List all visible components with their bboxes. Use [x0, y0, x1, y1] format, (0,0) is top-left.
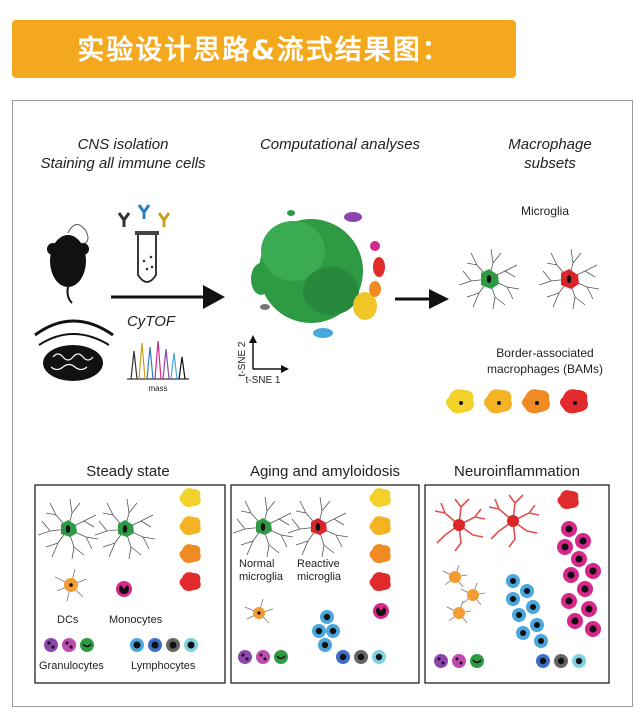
neuro-dc-cluster — [442, 564, 486, 624]
bam-orange-icon — [522, 389, 550, 414]
bam-yellow-icon — [446, 389, 474, 414]
neuro-reactive-microglia — [434, 494, 540, 552]
tsne-plot — [249, 210, 385, 373]
test-tube-icon — [135, 231, 159, 283]
aging-bottom-row — [238, 650, 386, 664]
microglia-green-icon — [458, 248, 520, 310]
figure-svg: CNS isolation Staining all immune cells … — [34, 136, 610, 684]
tsne2-label: t-SNE 2 — [237, 341, 248, 376]
normal-line2: microglia — [239, 571, 284, 583]
steady-bams — [179, 488, 201, 591]
bam-line2: macrophages (BAMs) — [487, 362, 603, 376]
panel-neuro-title: Neuroinflammation — [454, 463, 580, 480]
aging-lymphocyte-cluster — [312, 610, 340, 652]
neuro-bottom-row — [434, 654, 586, 668]
mass-label: mass — [148, 384, 167, 393]
neuro-bam-icon — [557, 490, 579, 509]
aging-bams — [369, 488, 391, 619]
lymphocyte-row — [130, 638, 198, 652]
figure-panel: CNS isolation Staining all immune cells … — [12, 100, 633, 707]
arrow-icon — [111, 285, 225, 309]
bam-row — [446, 389, 588, 414]
lymphocytes-label: Lymphocytes — [131, 660, 196, 672]
panel-aging-title: Aging and amyloidosis — [250, 463, 400, 480]
antibody-icon — [117, 204, 171, 227]
mouse-icon — [47, 224, 89, 304]
banner-title: 实验设计思路&流式结果图： — [77, 35, 451, 66]
mass-spectrum-icon — [127, 340, 189, 380]
monocytes-label: Monocytes — [109, 614, 163, 626]
panel-aging-box — [230, 484, 420, 684]
aging-reactive-microglia — [287, 496, 349, 558]
title-banner: 实验设计思路&流式结果图： — [12, 20, 516, 78]
panel-steady-title: Steady state — [86, 463, 169, 480]
col1-line1: CNS isolation — [78, 136, 169, 153]
cytof-label: CyTOF — [127, 313, 176, 330]
granulocyte-row — [44, 638, 94, 652]
microglia-label: Microglia — [521, 204, 569, 218]
aging-dc-icon — [244, 598, 274, 624]
bam-line1: Border-associated — [496, 346, 593, 360]
arrow-icon-2 — [395, 289, 449, 309]
reactive-line1: Reactive — [297, 558, 340, 570]
col1-line2: Staining all immune cells — [40, 155, 206, 172]
tsne1-label: t-SNE 1 — [245, 375, 280, 386]
bam-red-icon — [560, 389, 588, 414]
granulocytes-label: Granulocytes — [39, 660, 104, 672]
normal-line1: Normal — [239, 558, 274, 570]
col3-line1: Macrophage — [508, 136, 591, 153]
neuro-lymphocyte-cluster — [506, 574, 548, 648]
brain-icon — [34, 319, 114, 381]
dc-icon — [54, 568, 88, 602]
microglia-red-icon — [538, 248, 600, 310]
reactive-line2: microglia — [297, 571, 342, 583]
panel-neuro-box — [424, 484, 610, 684]
steady-microglia — [37, 498, 156, 560]
monocyte-icon — [116, 581, 132, 597]
col3-line2: subsets — [524, 155, 576, 172]
bam-gold-icon — [484, 389, 512, 414]
aging-normal-microglia — [232, 496, 294, 558]
neuro-monocyte-cluster — [557, 521, 601, 637]
panel-steady-box — [34, 484, 226, 684]
col2-title: Computational analyses — [260, 136, 421, 153]
dcs-label: DCs — [57, 614, 79, 626]
